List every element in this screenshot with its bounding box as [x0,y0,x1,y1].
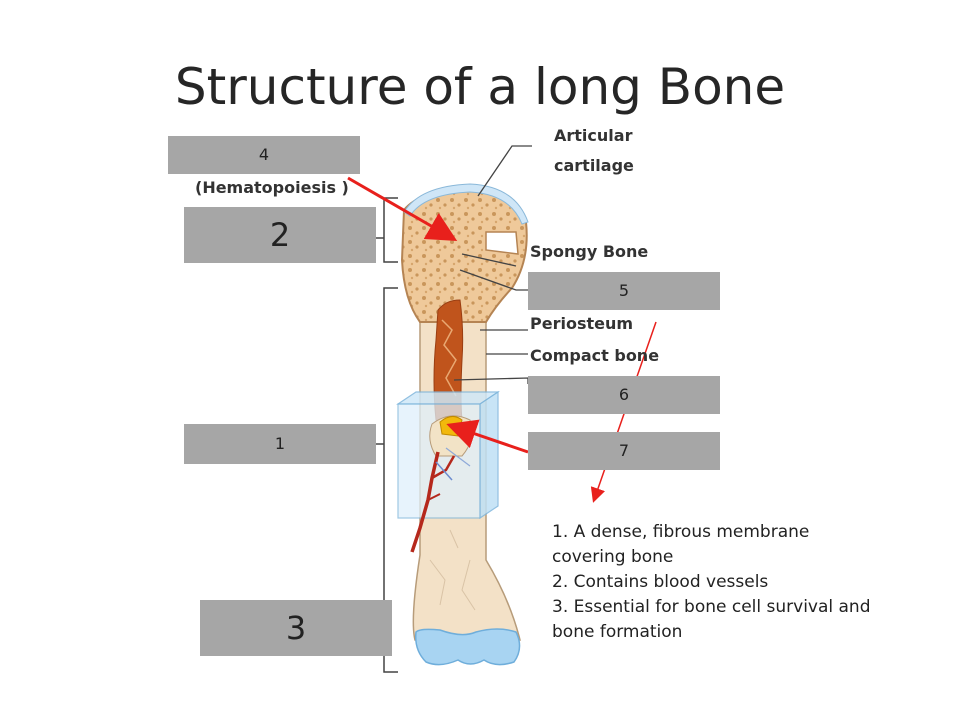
medullary-cavity [433,299,464,421]
note-line-4: 3. Essential for bone cell survival and [552,597,871,617]
answer-box-4: 4 [168,136,360,174]
answer-box-5: 5 [528,272,720,310]
page-title: Structure of a long Bone [174,58,786,116]
bracket-epiphysis [376,197,398,263]
notes-list: 1. A dense, fibrous membrane covering bo… [552,520,952,645]
note-line-2: covering bone [552,547,674,567]
note-line-1: 1. A dense, fibrous membrane [552,522,810,542]
label-hematopoiesis: (Hematopoiesis ) [195,178,349,197]
label-periosteum: Periosteum [530,314,634,333]
label-spongy-bone: Spongy Bone [530,242,649,261]
note-line-5: bone formation [552,622,683,642]
answer-box-2: 2 [184,207,376,263]
red-arrows [347,176,529,454]
arrow-box7 [446,419,529,454]
arrow-hematopoiesis [347,176,458,241]
answer-box-7: 7 [528,432,720,470]
note-line-3: 2. Contains blood vessels [552,572,769,592]
answer-box-1: 1 [184,424,376,464]
answer-box-6: 6 [528,376,720,414]
bone-texture [429,529,476,611]
label-compact-bone: Compact bone [530,346,660,365]
answer-box-3: 3 [200,600,392,656]
articular-cartilage [403,183,529,225]
label-articular: Articular [554,126,633,145]
label-cartilage: cartilage [554,156,634,175]
distal-articular-cartilage [414,628,521,666]
